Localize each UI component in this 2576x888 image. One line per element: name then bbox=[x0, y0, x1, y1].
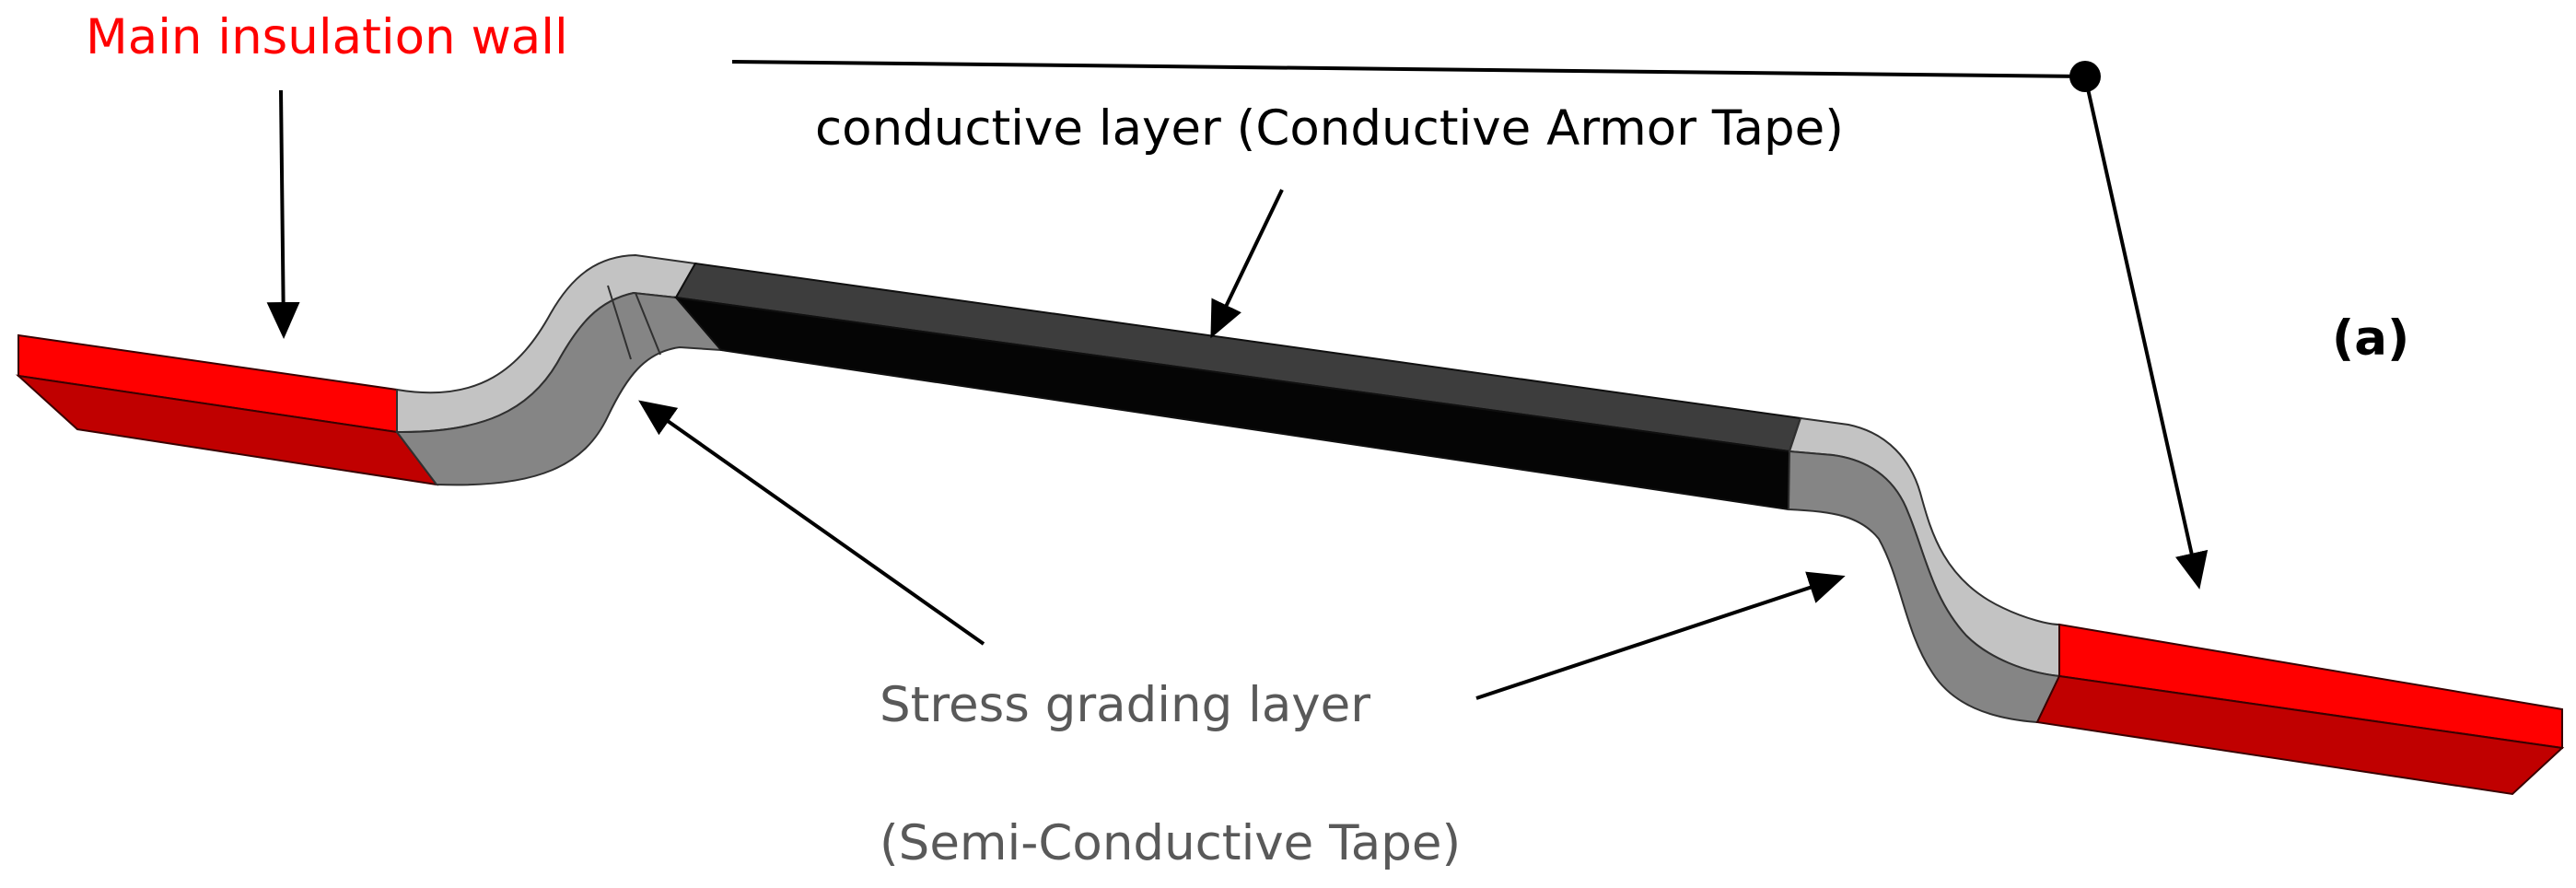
bar-model bbox=[15, 253, 2565, 796]
semi-conductive-label: (Semi-Conductive Tape) bbox=[880, 815, 1461, 871]
grading-seam-2 bbox=[635, 292, 661, 356]
stress-grading-label: Stress grading layer bbox=[880, 677, 1370, 733]
annotation-arrows bbox=[266, 60, 2209, 700]
right-insulation-side bbox=[2035, 674, 2565, 796]
leader-junction-dot bbox=[2069, 61, 2101, 92]
leader-main-insulation bbox=[731, 60, 2086, 78]
arrow-main-insulation-right bbox=[2083, 76, 2209, 590]
left-grading-side bbox=[394, 291, 724, 486]
arrow-conductive-layer bbox=[1210, 189, 1284, 339]
right-grading-side bbox=[1787, 450, 2061, 724]
main-insulation-label: Main insulation wall bbox=[86, 9, 568, 65]
conductive-layer-label: conductive layer (Conductive Armor Tape) bbox=[815, 100, 1844, 157]
panel-label: (a) bbox=[2332, 310, 2409, 367]
arrow-main-insulation-left bbox=[266, 89, 300, 339]
grading-seam-1 bbox=[607, 285, 632, 360]
arrow-grading-right bbox=[1475, 571, 1846, 700]
arrow-grading-left bbox=[638, 400, 985, 646]
